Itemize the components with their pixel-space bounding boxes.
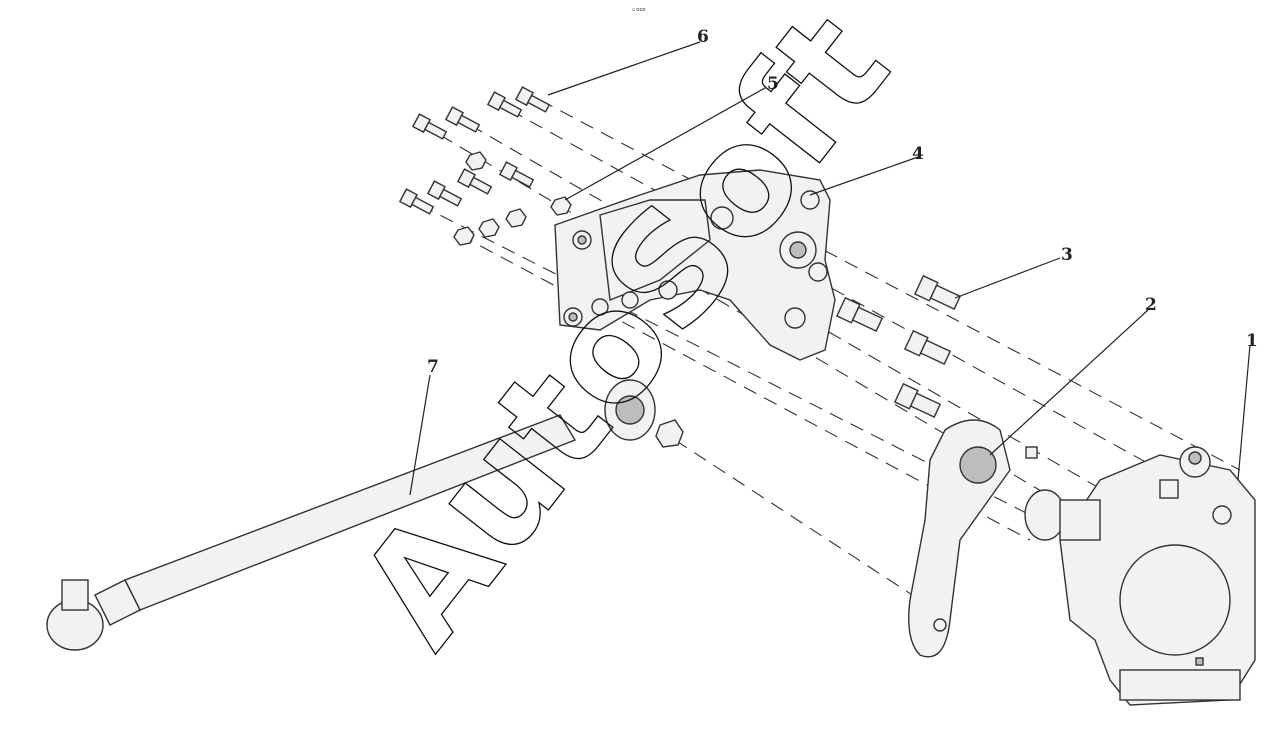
part-nuts [453,151,572,246]
callout-6: 6 [697,27,709,47]
callout-5: 5 [767,74,779,94]
leader-lines [409,41,1251,496]
part-pitman-arm [908,419,1038,658]
part-drag-link [46,379,684,651]
callout-2: 2 [1145,295,1157,315]
header-text: ▫ ooo [632,7,646,13]
small-square-marker [1025,446,1038,459]
callout-4: 4 [912,144,924,164]
part-mounting-bolts [835,274,962,418]
part-bracket-bolts [398,86,551,215]
part-bracket [554,169,836,361]
callout-1: 1 [1246,331,1258,351]
callout-3: 3 [1061,245,1073,265]
watermark-text: AutoSoft [326,0,922,677]
part-steering-gear [1024,446,1256,706]
callout-7: 7 [427,357,439,377]
callouts: 1 2 3 4 5 6 7 [427,27,1258,377]
